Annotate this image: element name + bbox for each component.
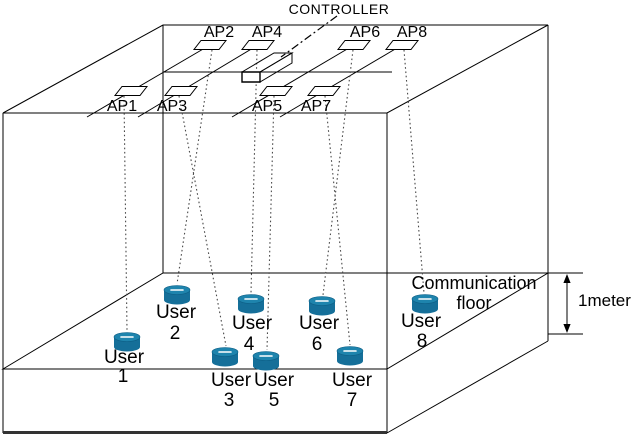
floor-label-line1: Communication — [411, 273, 536, 293]
ap7-label: AP7 — [301, 98, 331, 115]
link-ap2-user2 — [176, 49, 213, 285]
ap1-ap2-rail — [86, 44, 211, 118]
dimension-arrowhead-up — [563, 274, 571, 283]
user-8-number: 8 — [417, 331, 428, 352]
controller-box-icon — [240, 52, 294, 83]
user-5: User 5 — [252, 351, 295, 411]
ap2-label: AP2 — [204, 24, 234, 41]
user-4-label: User — [232, 313, 273, 334]
floor-label-line2: floor — [456, 293, 491, 313]
ap2-icon — [192, 40, 228, 50]
link-ap7-user7 — [324, 95, 351, 346]
user-7: User 7 — [332, 346, 373, 411]
users: User 1 User 2 User 3 User 4 — [104, 285, 442, 411]
access-points: AP1 AP2 AP3 AP4 AP5 AP6 AP7 AP8 — [107, 24, 427, 115]
user-6: User 6 — [299, 296, 340, 355]
user-2-label: User — [156, 302, 197, 323]
user-5-label: User — [254, 370, 295, 391]
user-2: User 2 — [156, 285, 197, 344]
user-4-number: 4 — [244, 334, 255, 355]
link-ap3-user3 — [178, 95, 227, 347]
controller-label: CONTROLLER — [289, 1, 390, 17]
ceiling-wiring — [86, 44, 403, 118]
ap8-icon — [384, 40, 420, 50]
ap6-icon — [336, 40, 372, 50]
ap3-icon — [163, 86, 199, 96]
ap3-ap4-rail — [137, 44, 259, 118]
ap7-ap8-rail — [279, 44, 403, 118]
user-8-label: User — [401, 311, 442, 332]
user-8: User 8 — [401, 294, 442, 352]
link-ap4-user4 — [250, 49, 258, 294]
communication-floor-label: Communication floor — [411, 273, 536, 313]
controller: CONTROLLER — [240, 1, 390, 83]
link-ap8-user8 — [403, 49, 425, 294]
controller-box-side — [259, 52, 293, 83]
user-1: User 1 — [104, 332, 145, 387]
user-6-number: 6 — [312, 334, 323, 355]
room-bottom-right-edge — [386, 340, 549, 434]
user-7-number: 7 — [347, 390, 358, 411]
height-dimension: 1meter — [548, 272, 631, 335]
ap4-label: AP4 — [252, 24, 282, 41]
ap6-label: AP6 — [350, 24, 380, 41]
controller-pointer-line — [280, 15, 338, 58]
user-3: User 3 — [211, 347, 252, 411]
user-4: User 4 — [232, 294, 273, 355]
ap7-icon — [306, 86, 342, 96]
link-ap5-user5 — [266, 95, 275, 351]
ap3-label: AP3 — [157, 98, 187, 115]
dimension-label: 1meter — [578, 291, 631, 310]
ap4-icon — [240, 40, 276, 50]
user-3-label: User — [211, 370, 252, 391]
ap5-ap6-rail — [231, 44, 355, 118]
ap-user-links — [123, 49, 425, 351]
user-1-number: 1 — [118, 366, 129, 387]
controller-box-front — [241, 71, 261, 83]
user-6-label: User — [299, 313, 340, 334]
user-3-number: 3 — [224, 390, 235, 411]
dimension-arrowhead-down — [563, 324, 571, 333]
room-box — [2, 24, 549, 434]
user-2-number: 2 — [170, 323, 181, 344]
controller-box-top — [240, 52, 294, 73]
user-1-label: User — [104, 347, 145, 368]
ap1-label: AP1 — [107, 98, 137, 115]
user-5-number: 5 — [269, 390, 280, 411]
ap5-label: AP5 — [252, 98, 282, 115]
ap5-icon — [258, 86, 294, 96]
link-ap1-user1 — [123, 95, 128, 332]
ap8-label: AP8 — [397, 24, 427, 41]
user-7-label: User — [332, 370, 373, 391]
ap1-icon — [113, 86, 149, 96]
